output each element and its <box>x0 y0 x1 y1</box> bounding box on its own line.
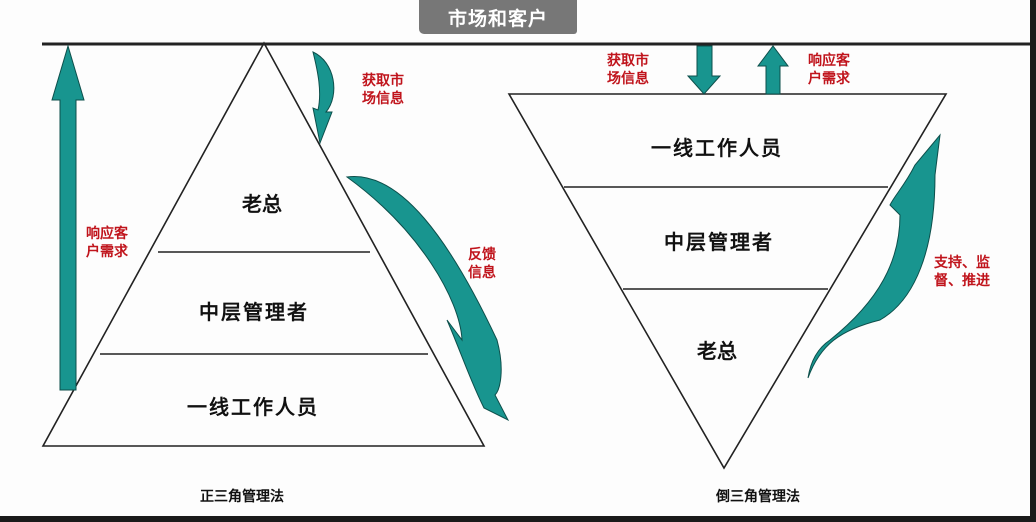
inverted-triangle-caption: 倒三角管理法 <box>716 489 800 505</box>
curved-arrow-feedback-icon <box>345 176 510 422</box>
layer-boss-label: 老总 <box>242 192 282 216</box>
layer-frontline-staff-label: 一线工作人员 <box>651 136 783 160</box>
page-title: 市场和客户 <box>419 0 577 34</box>
layer-frontline-staff-label: 一线工作人员 <box>187 395 319 419</box>
layer-middle-management-label: 中层管理者 <box>199 300 309 324</box>
arrow-up-icon <box>757 45 789 95</box>
annotation-feedback: 反馈 信息 <box>468 247 496 281</box>
curved-arrow-down-icon <box>312 51 335 145</box>
annotation-support-supervise-promote: 支持、监 督、推进 <box>934 255 990 289</box>
upright-triangle <box>41 41 486 447</box>
annotation-get-market-info: 获取市 场信息 <box>607 53 649 87</box>
arrow-down-icon <box>686 45 722 95</box>
annotation-get-market-info: 获取市 场信息 <box>362 73 404 107</box>
annotation-respond-customer: 响应客 户需求 <box>86 226 128 260</box>
layer-middle-management-label: 中层管理者 <box>664 230 774 254</box>
bottom-border <box>0 516 1036 522</box>
right-border <box>1030 0 1036 522</box>
annotation-respond-customer: 响应客 户需求 <box>808 53 850 87</box>
curved-arrow-support-icon <box>807 133 941 379</box>
upright-triangle-caption: 正三角管理法 <box>200 489 284 505</box>
inverted-triangle <box>507 93 948 470</box>
layer-boss-label: 老总 <box>697 339 737 363</box>
arrow-up-icon <box>51 44 85 391</box>
